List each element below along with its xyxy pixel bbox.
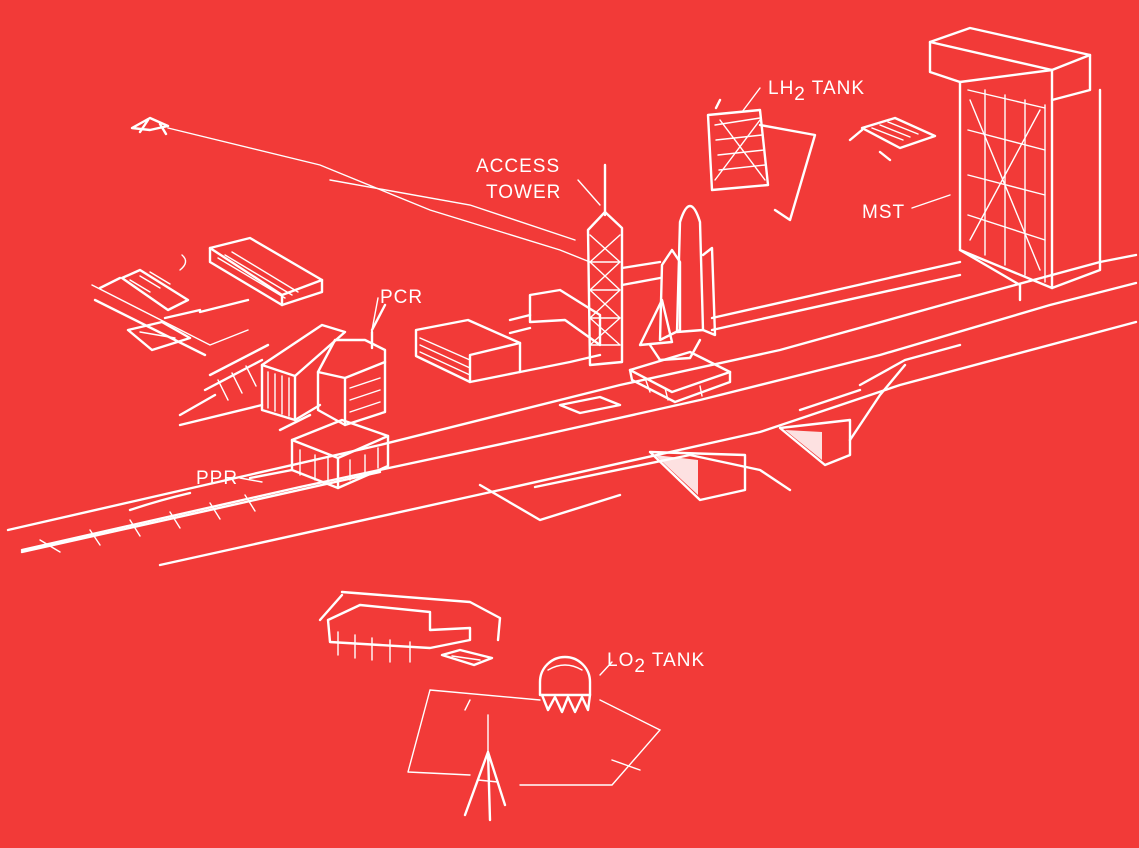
lo2-tank [538, 655, 613, 714]
space-shuttle [638, 204, 717, 362]
access-tower-label-line1: ACCESS [476, 156, 560, 177]
lh2-tank-label: LH2 TANK [768, 78, 865, 105]
tower-support-buildings [414, 288, 622, 415]
payload-changeout-room [316, 303, 387, 427]
aircraft-icon [130, 116, 591, 263]
access-tower-label-line2: TOWER [486, 182, 561, 203]
mst-rail-tracks [710, 260, 962, 332]
pad-base-building [248, 413, 390, 490]
pcr-rotating-structure [178, 323, 347, 427]
mobile-launch-platform [628, 350, 732, 404]
mobile-service-tower [928, 26, 1102, 302]
lh2-tank [706, 98, 817, 222]
flame-trench [478, 343, 962, 522]
pcr-label: PCR [380, 287, 423, 308]
ppr-label: PPR [196, 468, 238, 489]
lo2-tank-label: LO2 TANK [607, 650, 705, 677]
left-service-buildings [91, 236, 324, 357]
label-leader-lines [239, 87, 951, 483]
mst-hoist-platform [848, 116, 937, 162]
tripod-mast [463, 714, 507, 822]
mst-label: MST [862, 202, 905, 223]
lo2-site-outline [407, 689, 662, 786]
operations-building [318, 590, 502, 667]
